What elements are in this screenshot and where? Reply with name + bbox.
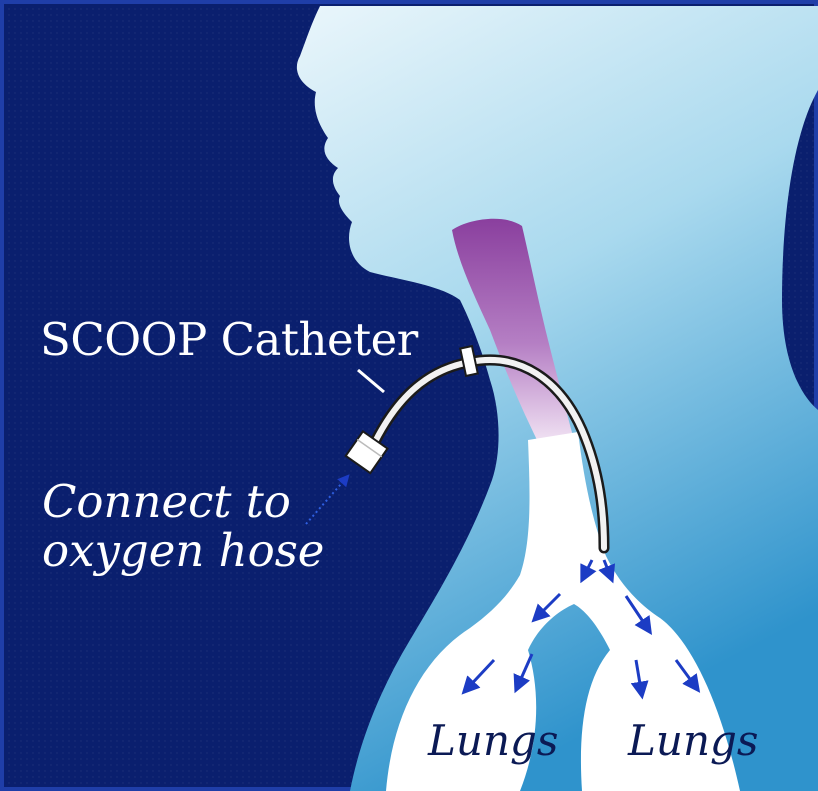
connect-hose-label-line1: Connect to bbox=[42, 478, 324, 527]
connect-hose-label-line2: oxygen hose bbox=[42, 527, 324, 576]
connect-hose-label: Connect to oxygen hose bbox=[42, 478, 324, 575]
lungs-right-label: Lungs bbox=[628, 718, 758, 763]
lungs-left-label: Lungs bbox=[428, 718, 558, 763]
catheter-label: SCOOP Catheter bbox=[40, 316, 418, 365]
